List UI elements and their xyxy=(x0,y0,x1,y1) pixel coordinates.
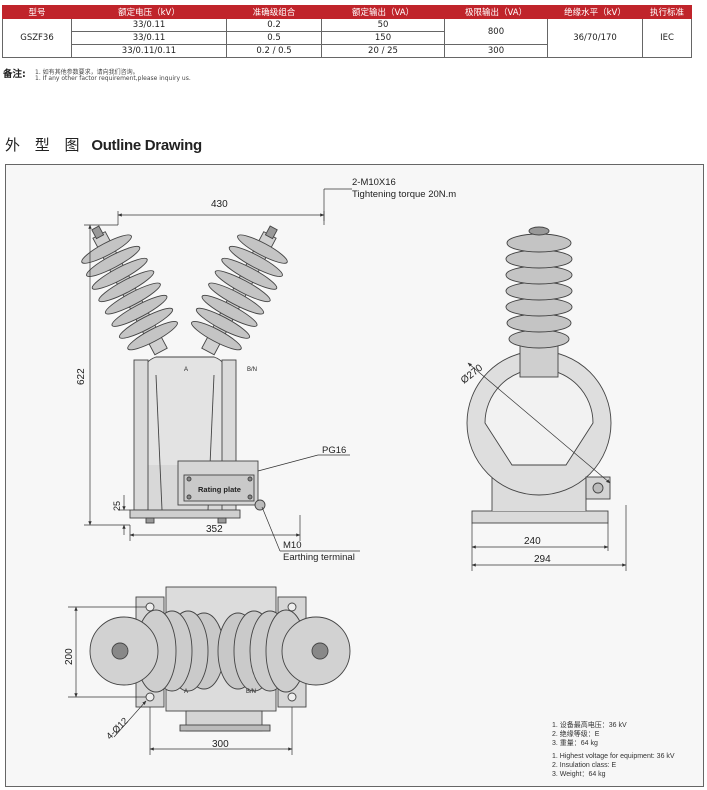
terminal-bn-top: B/N xyxy=(246,689,256,695)
outline-drawing: 430 622 25 352 2-M10X16 Tightening torqu… xyxy=(64,177,675,778)
info-en-3: 3. Weight：64 kg xyxy=(552,771,606,778)
cell-standard: IEC xyxy=(642,18,692,58)
table-row: 33/0.11/0.11 0.2 / 0.5 20 / 25 300 xyxy=(3,44,692,58)
info-cn-1: 1. 设备最高电压：36 kV xyxy=(552,720,627,729)
th-model: 型号 xyxy=(2,5,72,19)
holes-label: 4-Ø12 xyxy=(104,716,130,742)
cell-limit: 300 xyxy=(444,44,548,58)
torque-label: Tightening torque 20N.m xyxy=(352,189,456,200)
table-row: GSZF36 33/0.11 0.2 50 800 36/70/170 IEC xyxy=(2,18,692,58)
cell-limit: 800 xyxy=(444,18,548,45)
section-title-cn: 外 型 图 xyxy=(5,136,85,154)
left-insulator xyxy=(81,225,178,356)
notes-label: 备注: xyxy=(3,69,26,80)
dim-240: 240 xyxy=(524,536,541,547)
table-row: 33/0.11 0.5 150 xyxy=(3,31,692,45)
front-view xyxy=(81,225,288,524)
rating-plate-label: Rating plate xyxy=(198,485,241,494)
pg-label: PG16 xyxy=(322,445,346,456)
th-accuracy: 准确级组合 xyxy=(226,5,322,19)
cell-insulation: 36/70/170 xyxy=(547,18,643,58)
side-dimensions xyxy=(467,362,627,571)
cell-voltage: 33/0.11/0.11 xyxy=(71,44,227,58)
right-insulator xyxy=(191,225,288,356)
cell-accuracy: 0.2 xyxy=(226,18,322,32)
terminal-a-top: A xyxy=(184,689,188,695)
info-cn-2: 2. 绝缘等级：E xyxy=(552,729,600,738)
terminal-a: A xyxy=(184,367,188,373)
drawing-frame: 430 622 25 352 2-M10X16 Tightening torqu… xyxy=(5,164,704,787)
info-en-2: 2. Insulation class: E xyxy=(552,762,617,769)
th-standard: 执行标准 xyxy=(642,5,692,19)
th-limit: 极限输出（VA） xyxy=(444,5,548,19)
m10-label: M10 xyxy=(283,540,301,551)
dim-352: 352 xyxy=(206,524,223,535)
th-voltage: 额定电压（kV） xyxy=(71,5,227,19)
dim-200: 200 xyxy=(64,648,75,665)
cell-output: 20 / 25 xyxy=(321,44,445,58)
cell-model: GSZF36 xyxy=(2,18,72,58)
side-view xyxy=(466,226,612,524)
info-en-1: 1. Highest voltage for equipment: 36 kV xyxy=(552,753,675,760)
info-cn-3: 3. 重量：64 kg xyxy=(552,739,598,747)
cell-accuracy: 0.5 xyxy=(226,31,322,45)
cell-output: 50 xyxy=(321,18,445,32)
section-title: 外 型 图 Outline Drawing xyxy=(5,134,202,155)
cell-accuracy: 0.2 / 0.5 xyxy=(226,44,322,58)
front-dimensions xyxy=(84,188,360,552)
cell-voltage: 33/0.11 xyxy=(71,18,227,32)
earthing-label: Earthing terminal xyxy=(283,552,355,563)
top-dimensions xyxy=(68,606,293,755)
cell-output: 150 xyxy=(321,31,445,45)
note-en: 1. If any other factor requirement,pleas… xyxy=(35,75,191,82)
dim-300: 300 xyxy=(212,739,229,750)
dim-25: 25 xyxy=(112,501,122,511)
bolt-label: 2-M10X16 xyxy=(352,177,396,188)
section-title-en: Outline Drawing xyxy=(91,137,202,154)
th-output: 额定输出（VA） xyxy=(321,5,445,19)
note-cn: 1. 如有其他参数要求，请向我们咨询。 xyxy=(35,69,139,76)
dim-430: 430 xyxy=(211,199,228,210)
spec-table: 型号 额定电压（kV） 准确级组合 额定输出（VA） 极限输出（VA） 绝缘水平… xyxy=(2,5,692,58)
th-insulation: 绝缘水平（kV） xyxy=(547,5,643,19)
spec-info: 1. 设备最高电压：36 kV 2. 绝缘等级：E 3. 重量：64 kg 1.… xyxy=(552,720,675,778)
dim-622: 622 xyxy=(76,368,87,385)
terminal-bn: B/N xyxy=(247,367,257,373)
cell-voltage: 33/0.11 xyxy=(71,31,227,45)
dim-294: 294 xyxy=(534,554,551,565)
top-view xyxy=(89,586,351,732)
